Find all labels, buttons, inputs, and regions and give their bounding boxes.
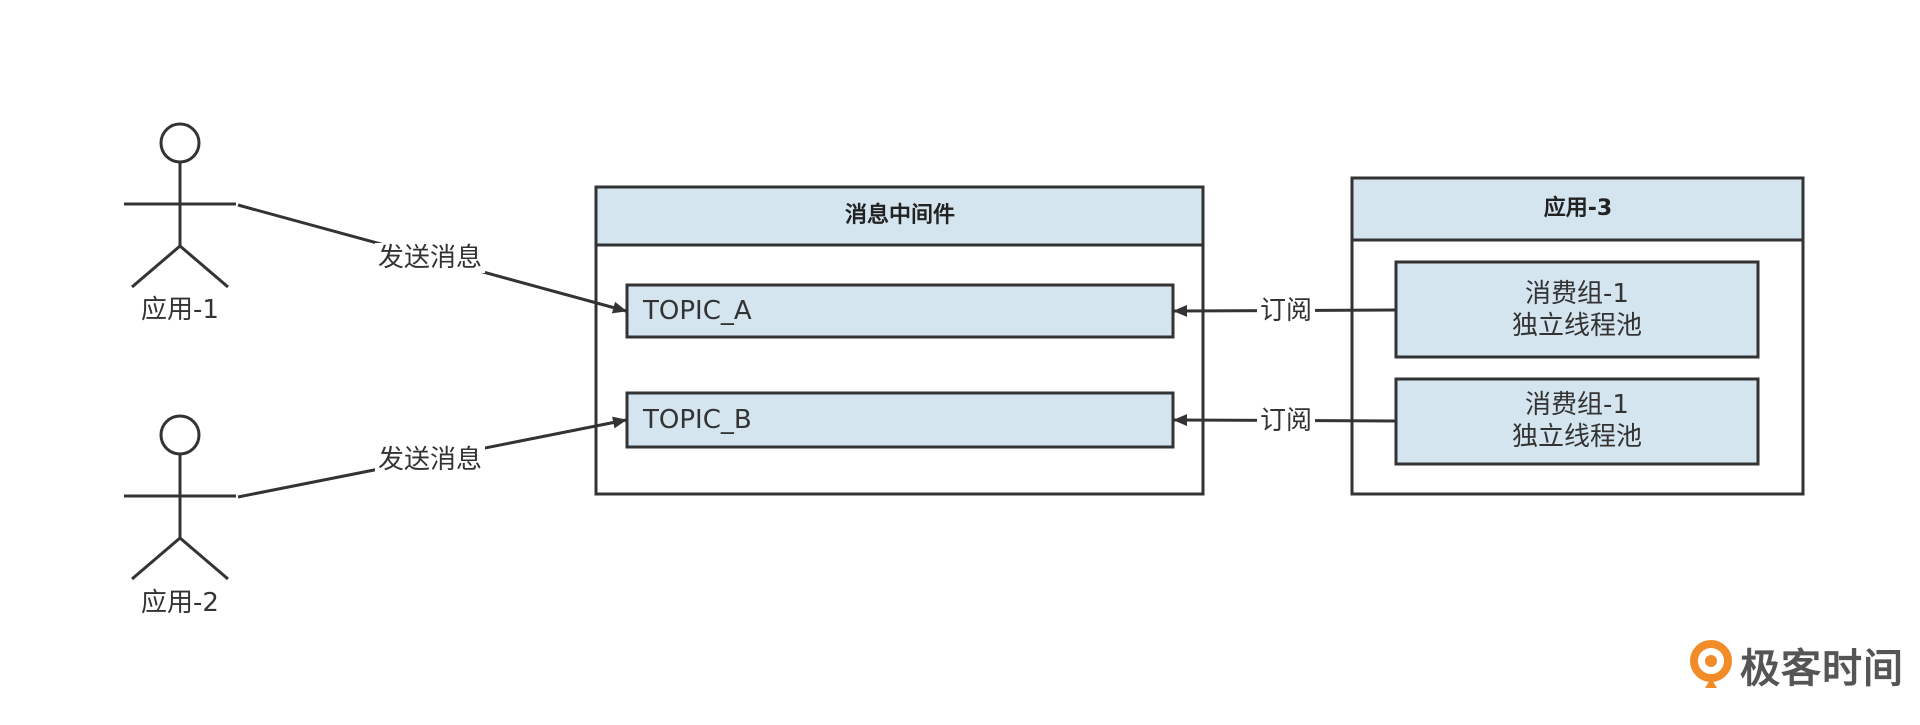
consumer-group-2-box[interactable]	[1394, 377, 1760, 466]
consumer-group-2-label: 消费组-1 独立线程池	[1512, 389, 1642, 453]
send-label-1: 发送消息	[374, 243, 486, 273]
actor-app2	[124, 414, 236, 581]
topic-b-label: TOPIC_B	[643, 405, 752, 435]
consumer-group-1-box[interactable]	[1394, 260, 1760, 359]
subscribe-label-1: 订阅	[1256, 296, 1316, 326]
geektime-logo-icon	[1690, 640, 1732, 688]
geektime-logo: 极客时间	[1688, 636, 1904, 694]
consumer-group-2-pool: 独立线程池	[1511, 422, 1643, 452]
actor-label-app2: 应用-2	[141, 588, 219, 618]
consumer-group-1-name: 消费组-1	[1525, 279, 1629, 309]
subscribe-label-2: 订阅	[1256, 406, 1316, 436]
actor-app1	[124, 122, 236, 289]
consumer-group-2-name: 消费组-1	[1525, 390, 1629, 420]
consumer-group-1-label: 消费组-1 独立线程池	[1512, 278, 1642, 342]
geektime-logo-text: 极客时间	[1740, 646, 1904, 692]
middleware-title: 消息中间件	[844, 203, 956, 228]
actor-label-app1: 应用-1	[141, 295, 219, 325]
middleware-container	[594, 185, 1205, 496]
topic-b-box[interactable]	[625, 391, 1175, 449]
topic-a-box[interactable]	[625, 283, 1175, 339]
consumer-group-1-pool: 独立线程池	[1511, 311, 1643, 341]
send-label-2: 发送消息	[374, 445, 486, 475]
consumer-app-title: 应用-3	[1543, 196, 1613, 221]
topic-a-label: TOPIC_A	[643, 296, 752, 326]
